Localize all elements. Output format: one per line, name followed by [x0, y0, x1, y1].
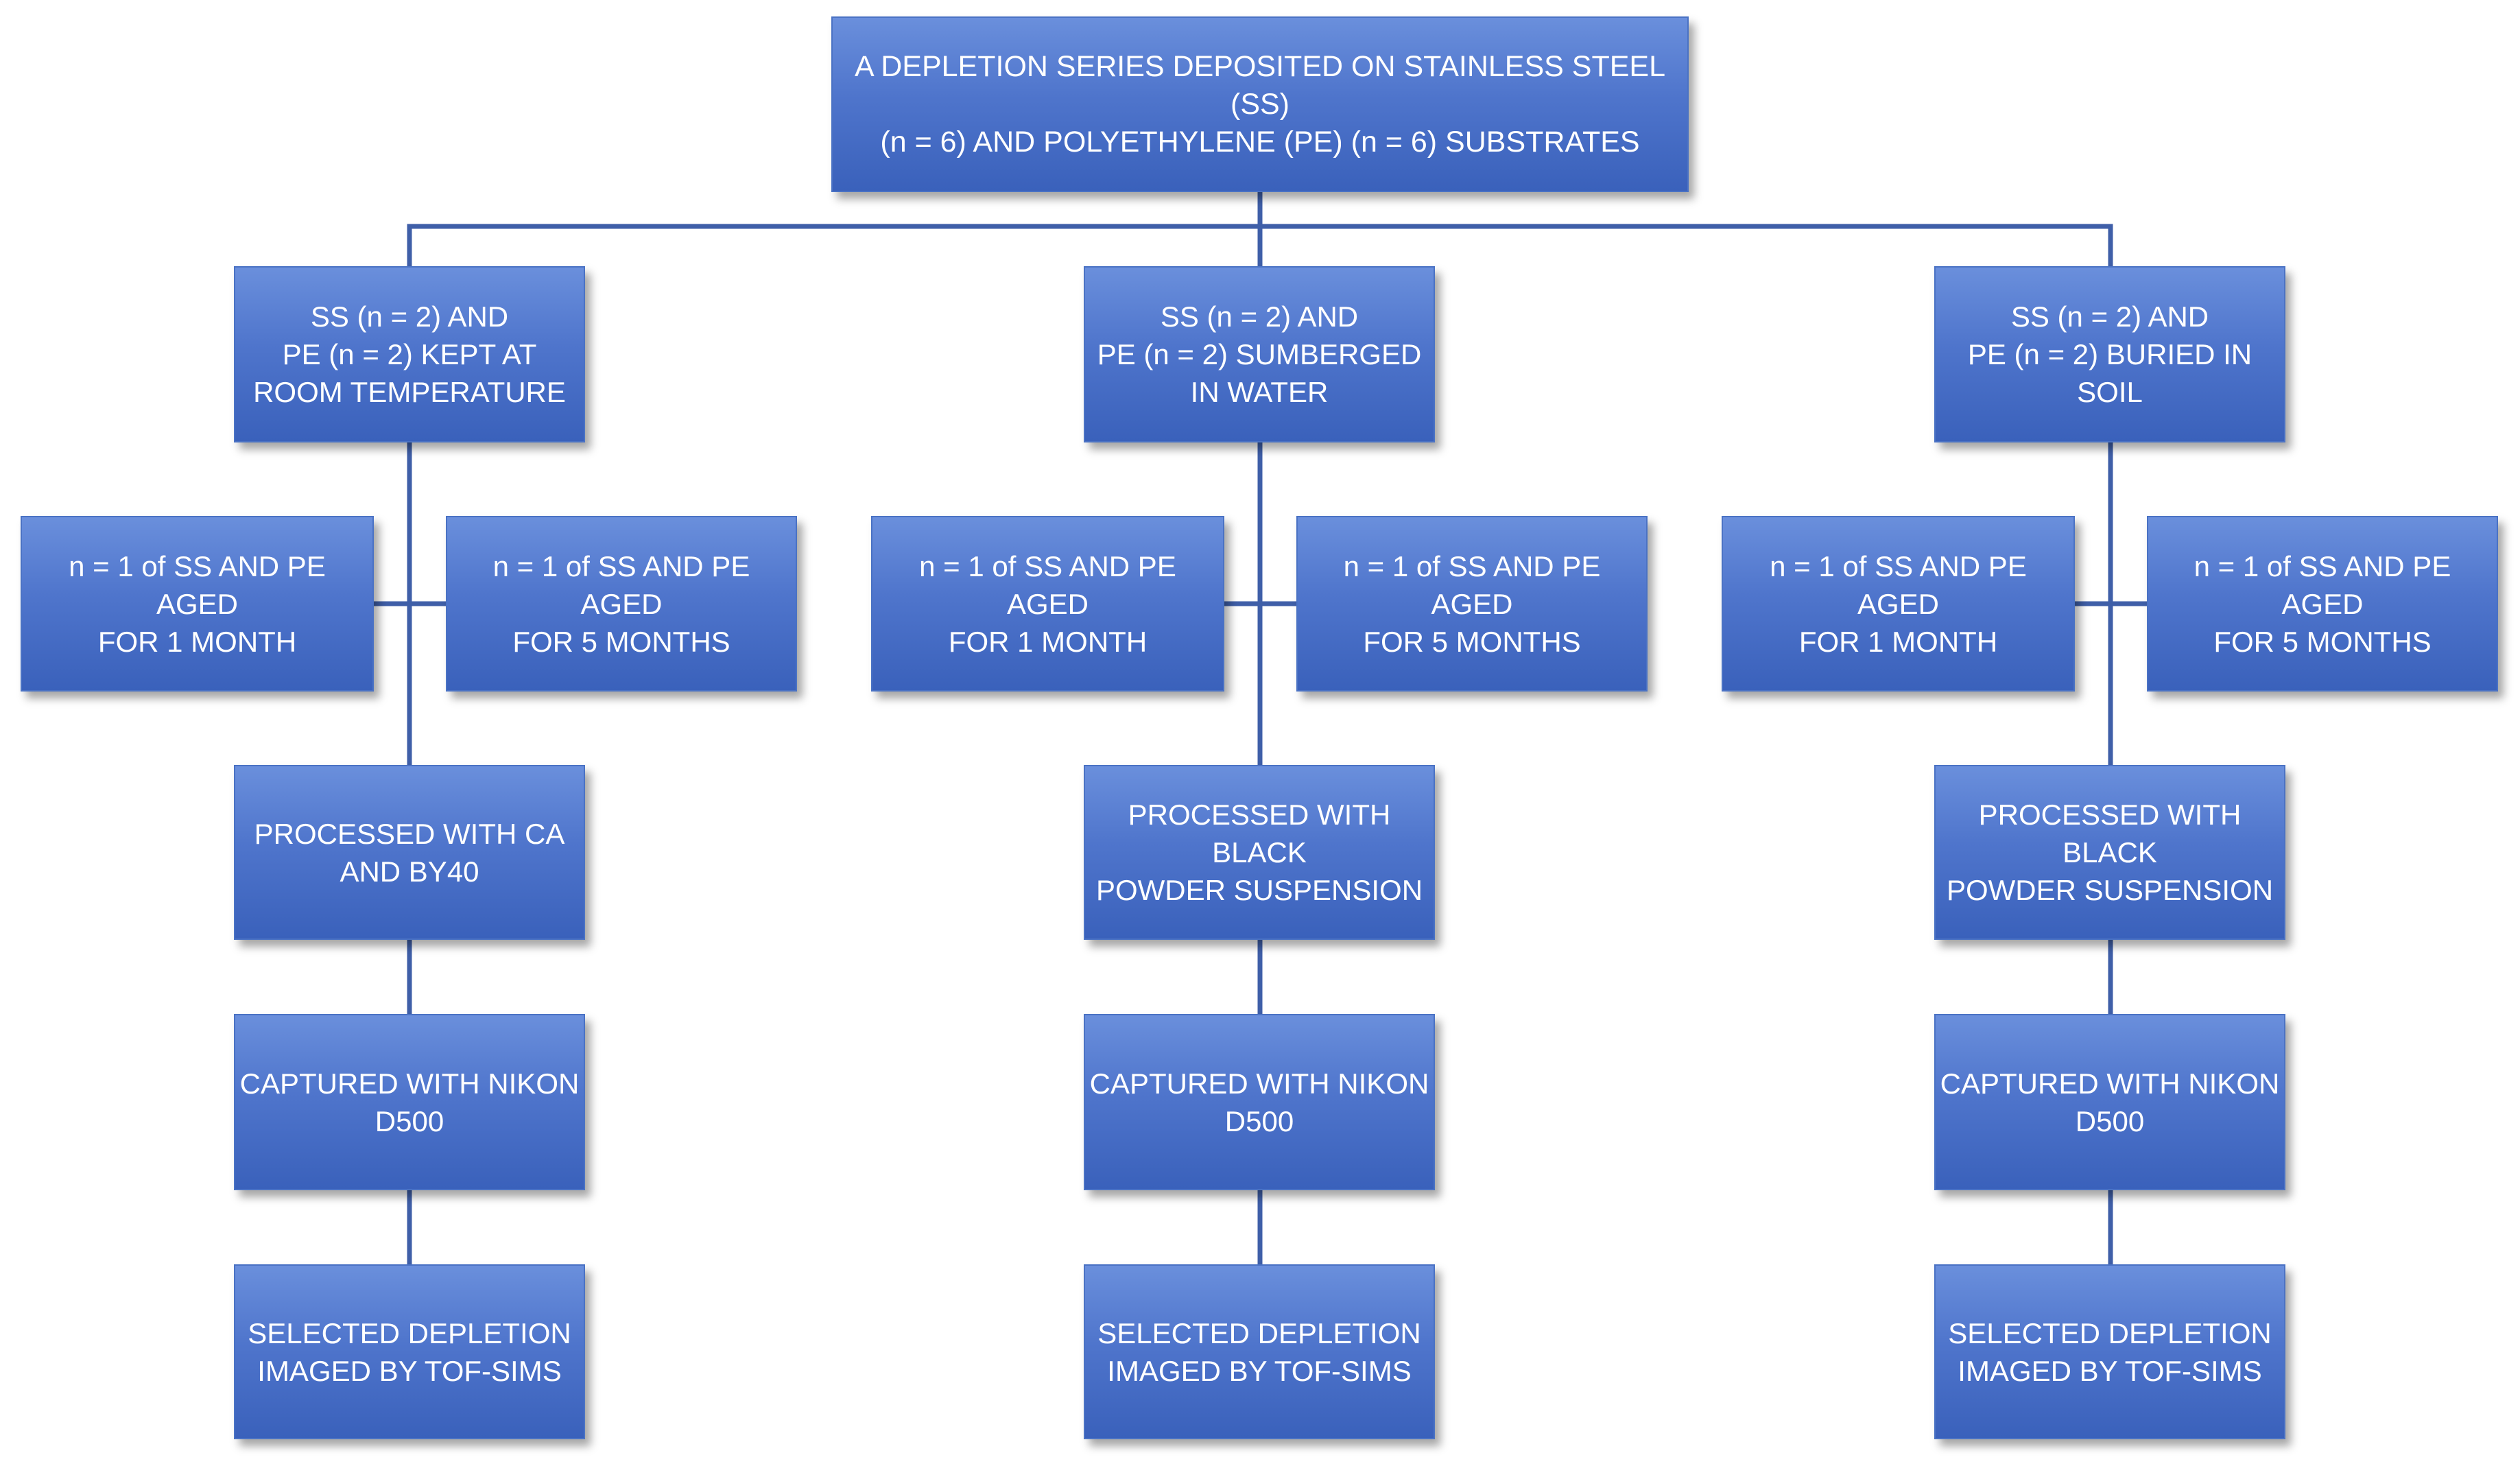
branch-2-captured-node: CAPTURED WITH NIKON D500: [1084, 1014, 1435, 1190]
branch-1-aged-1-month-node: n = 1 of SS AND PE AGED FOR 1 MONTH: [21, 516, 374, 692]
branch-1-aged-1-month-label: n = 1 of SS AND PE AGED FOR 1 MONTH: [69, 550, 326, 658]
root-node-label: A DEPLETION SERIES DEPOSITED ON STAINLES…: [854, 49, 1666, 158]
root-node: A DEPLETION SERIES DEPOSITED ON STAINLES…: [831, 16, 1689, 192]
branch-3-captured-label: CAPTURED WITH NIKON D500: [1940, 1067, 2280, 1137]
branch-1-captured-label: CAPTURED WITH NIKON D500: [239, 1067, 580, 1137]
branch-3-aged-5-months-node: n = 1 of SS AND PE AGED FOR 5 MONTHS: [2147, 516, 2498, 692]
branch-2-processed-label: PROCESSED WITH BLACK POWDER SUSPENSION: [1095, 799, 1423, 906]
branch-2-aged-1-month-label: n = 1 of SS AND PE AGED FOR 1 MONTH: [919, 550, 1176, 658]
branch-3-condition-label: SS (n = 2) AND PE (n = 2) BURIED IN SOIL: [1967, 300, 2252, 408]
branch-2-processed-node: PROCESSED WITH BLACK POWDER SUSPENSION: [1084, 765, 1435, 940]
branch-2-aged-1-month-node: n = 1 of SS AND PE AGED FOR 1 MONTH: [871, 516, 1224, 692]
branch-1-aged-5-months-label: n = 1 of SS AND PE AGED FOR 5 MONTHS: [492, 550, 750, 658]
branch-3-processed-label: PROCESSED WITH BLACK POWDER SUSPENSION: [1946, 799, 2274, 906]
branch-2-captured-label: CAPTURED WITH NIKON D500: [1089, 1067, 1429, 1137]
branch-1-imaged-label: SELECTED DEPLETION IMAGED BY TOF-SIMS: [248, 1316, 571, 1387]
branch-2-imaged-label: SELECTED DEPLETION IMAGED BY TOF-SIMS: [1097, 1316, 1421, 1387]
branch-1-captured-node: CAPTURED WITH NIKON D500: [234, 1014, 585, 1190]
branch-3-captured-node: CAPTURED WITH NIKON D500: [1934, 1014, 2285, 1190]
branch-3-condition-node: SS (n = 2) AND PE (n = 2) BURIED IN SOIL: [1934, 266, 2285, 442]
branch-1-imaged-node: SELECTED DEPLETION IMAGED BY TOF-SIMS: [234, 1264, 585, 1439]
branch-1-aged-5-months-node: n = 1 of SS AND PE AGED FOR 5 MONTHS: [446, 516, 797, 692]
branch-1-processed-node: PROCESSED WITH CA AND BY40: [234, 765, 585, 940]
branch-3-aged-1-month-label: n = 1 of SS AND PE AGED FOR 1 MONTH: [1770, 550, 2027, 658]
branch-2-aged-5-months-label: n = 1 of SS AND PE AGED FOR 5 MONTHS: [1343, 550, 1601, 658]
branch-2-imaged-node: SELECTED DEPLETION IMAGED BY TOF-SIMS: [1084, 1264, 1435, 1439]
branch-3-aged-1-month-node: n = 1 of SS AND PE AGED FOR 1 MONTH: [1722, 516, 2075, 692]
branch-1-condition-label: SS (n = 2) AND PE (n = 2) KEPT AT ROOM T…: [253, 300, 566, 408]
branch-1-condition-node: SS (n = 2) AND PE (n = 2) KEPT AT ROOM T…: [234, 266, 585, 442]
branch-3-aged-5-months-label: n = 1 of SS AND PE AGED FOR 5 MONTHS: [2194, 550, 2451, 658]
branch-3-imaged-label: SELECTED DEPLETION IMAGED BY TOF-SIMS: [1948, 1316, 2272, 1387]
branch-1-processed-label: PROCESSED WITH CA AND BY40: [254, 817, 565, 888]
branch-3-processed-node: PROCESSED WITH BLACK POWDER SUSPENSION: [1934, 765, 2285, 940]
branch-2-aged-5-months-node: n = 1 of SS AND PE AGED FOR 5 MONTHS: [1296, 516, 1648, 692]
branch-3-imaged-node: SELECTED DEPLETION IMAGED BY TOF-SIMS: [1934, 1264, 2285, 1439]
branch-2-condition-node: SS (n = 2) AND PE (n = 2) SUMBERGED IN W…: [1084, 266, 1435, 442]
branch-2-condition-label: SS (n = 2) AND PE (n = 2) SUMBERGED IN W…: [1097, 300, 1422, 408]
